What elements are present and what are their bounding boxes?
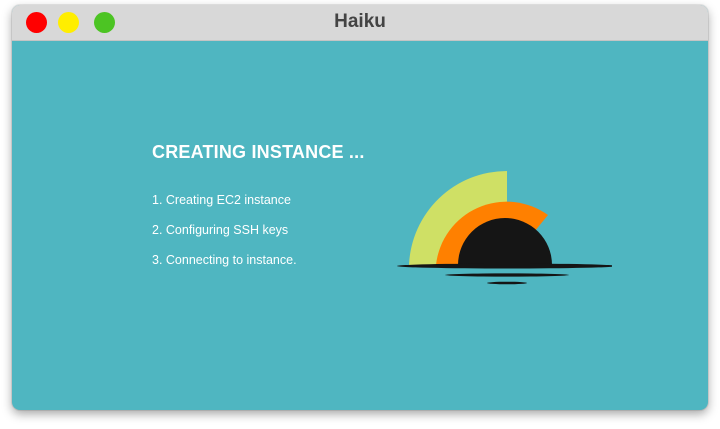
page-title: CREATING INSTANCE ... [152, 142, 365, 162]
close-icon[interactable] [26, 12, 47, 33]
window-title: Haiku [334, 11, 386, 32]
inner-half-circle [458, 218, 552, 265]
app-window: Haiku CREATING INSTANCE ... 1. Creating … [12, 5, 708, 410]
sunrise-progress-icon [397, 170, 612, 285]
step-item: 2. Configuring SSH keys [152, 223, 289, 237]
horizon-line [445, 273, 569, 277]
title-bar[interactable]: Haiku [12, 5, 708, 41]
maximize-icon[interactable] [94, 12, 115, 33]
step-item: 3. Connecting to instance. [152, 253, 297, 267]
minimize-icon[interactable] [58, 12, 79, 33]
progress-steps-list: 1. Creating EC2 instance 2. Configuring … [152, 192, 297, 282]
step-item: 1. Creating EC2 instance [152, 193, 291, 207]
horizon-line [397, 263, 612, 269]
horizon-line [487, 281, 527, 285]
